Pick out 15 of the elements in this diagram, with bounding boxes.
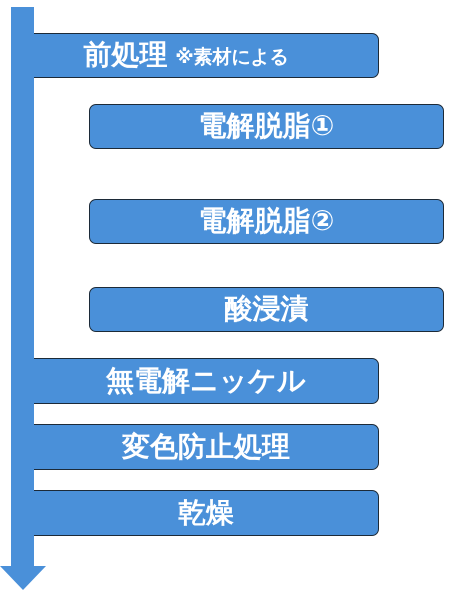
note-text: ※素材による — [175, 47, 289, 68]
process-step-box — [34, 424, 379, 470]
process-step-box — [34, 358, 379, 404]
process-step-box — [34, 490, 379, 536]
process-step-box — [89, 287, 444, 332]
process-step-box — [34, 33, 379, 78]
process-step-box — [89, 199, 444, 244]
step-label: 電解脱脂② — [198, 206, 334, 237]
step-label: 無電解ニッケル — [106, 366, 306, 396]
step-label: 前処理 — [83, 40, 168, 71]
step-label: 変色防止処理 — [122, 432, 290, 462]
process-step-box — [89, 104, 444, 149]
step-label: 電解脱脂① — [198, 111, 334, 142]
step-label: 乾燥 — [178, 498, 234, 528]
step-label: 酸浸漬 — [224, 294, 308, 325]
